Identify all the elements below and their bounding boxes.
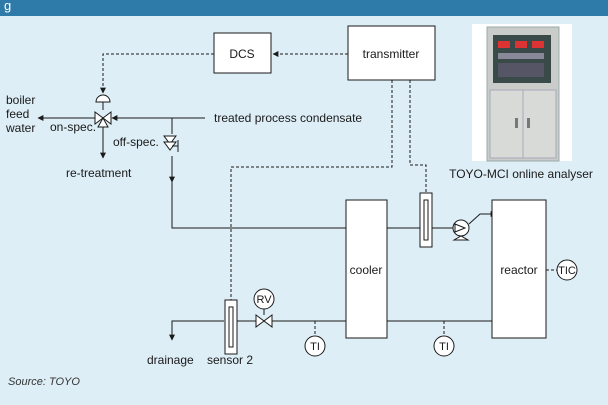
ti-right-label: TI (439, 341, 449, 353)
pump-icon (453, 220, 469, 240)
three-way-valve (95, 95, 111, 127)
drainage-label: drainage (147, 353, 194, 367)
analyser-photo (472, 24, 572, 161)
drainage-line (172, 321, 224, 340)
figure-header-bar: g (0, 0, 608, 16)
off-spec-label: off-spec. (113, 135, 159, 149)
process-diagram: DCS transmitter TOYO-MCI online analyser… (0, 16, 608, 405)
boiler-label-line2: feed (6, 107, 29, 121)
signal-to-sensor1 (410, 80, 426, 193)
re-treatment-label: re-treatment (66, 166, 132, 180)
ti-left-label: TI (310, 341, 320, 353)
off-spec-valve (164, 136, 178, 152)
reactor-label: reactor (500, 263, 537, 277)
signal-dcs-to-valve (103, 54, 214, 93)
boiler-label-line3: water (5, 121, 35, 135)
cooler-label: cooler (350, 263, 383, 277)
figure-caption: g (4, 0, 11, 13)
transmitter-label: transmitter (363, 47, 420, 61)
on-spec-label: on-spec. (50, 120, 96, 134)
dcs-label: DCS (229, 47, 254, 61)
tic-label: TIC (558, 265, 576, 277)
sensor-1 (420, 193, 432, 247)
analyser-caption: TOYO-MCI online analyser (449, 167, 593, 181)
boiler-label-line1: boiler (6, 93, 35, 107)
rv-label: RV (256, 294, 272, 306)
sensor-2 (225, 300, 237, 354)
source-note: Source: TOYO (8, 376, 80, 388)
sensor-2-label: sensor 2 (207, 353, 253, 367)
condensate-label: treated process condensate (214, 111, 362, 125)
